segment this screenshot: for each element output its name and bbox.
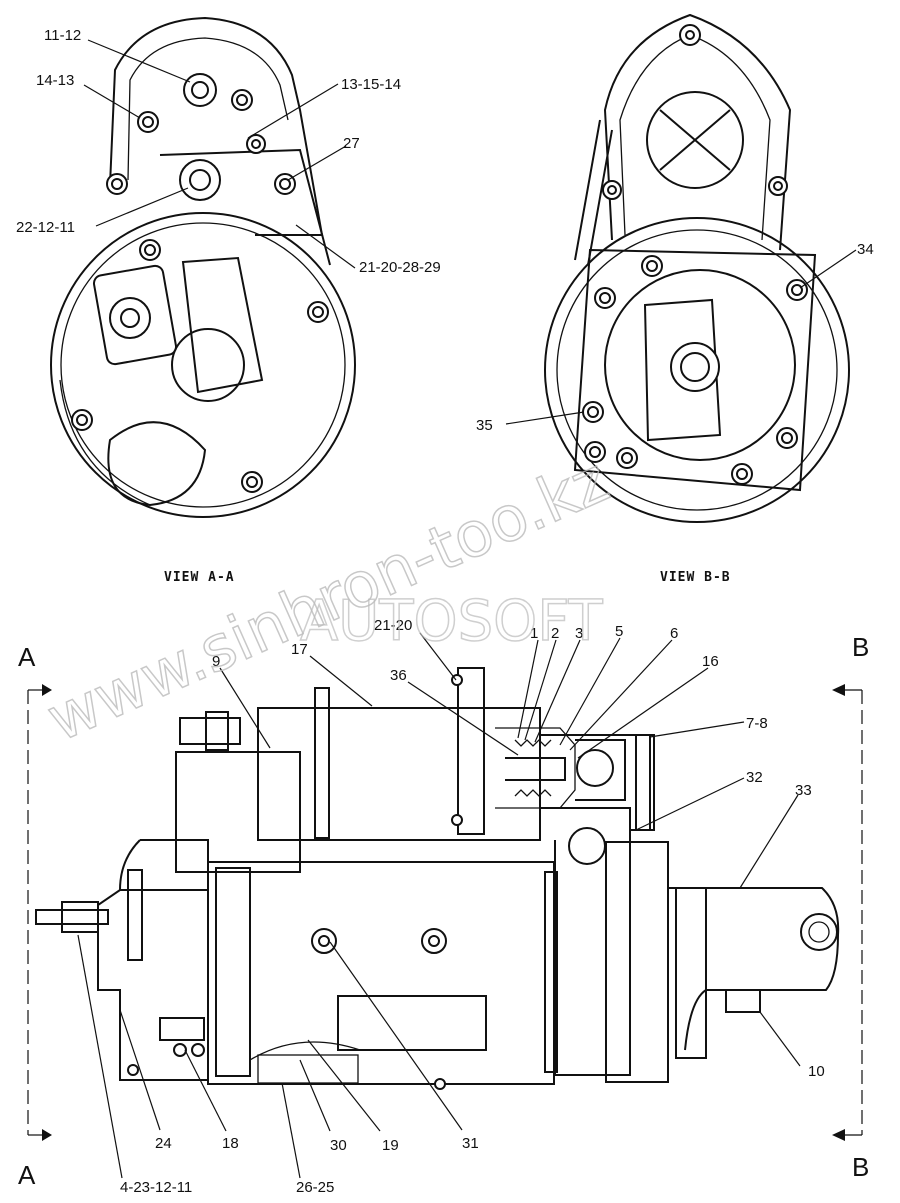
callout-35: 35: [476, 417, 493, 434]
callout-labels: 11-12 14-13 13-15-14 27 22-12-11 21-20-2…: [16, 27, 874, 1196]
callout-36: 36: [390, 667, 407, 684]
callout-10: 10: [808, 1063, 825, 1080]
section-b-top-label: B: [852, 632, 869, 662]
callout-1: 1: [530, 625, 538, 642]
callout-31: 31: [462, 1135, 479, 1152]
callout-34: 34: [857, 241, 874, 258]
callout-21-20-28-29: 21-20-28-29: [359, 259, 441, 276]
leader-lines: [77, 39, 857, 1179]
callout-27: 27: [343, 135, 360, 152]
callout-21-20: 21-20: [374, 617, 412, 634]
callout-3: 3: [575, 625, 583, 642]
callout-6: 6: [670, 625, 678, 642]
callout-22-12-11: 22-12-11: [16, 219, 75, 236]
callout-33: 33: [795, 782, 812, 799]
view-b-label: VIEW B-B: [660, 570, 731, 585]
side-view-drawing: [35, 667, 840, 1090]
callout-17: 17: [291, 641, 308, 658]
section-cut-lines: [27, 684, 863, 1141]
section-a-top-label: A: [18, 642, 36, 672]
callout-7-8: 7-8: [746, 715, 768, 732]
callout-4-23-12-11: 4-23-12-11: [120, 1179, 192, 1196]
callout-24: 24: [155, 1135, 172, 1152]
callout-2: 2: [551, 625, 559, 642]
callout-16: 16: [702, 653, 719, 670]
callout-32: 32: [746, 769, 763, 786]
callout-19: 19: [382, 1137, 399, 1154]
callout-13-15-14: 13-15-14: [341, 76, 401, 93]
callout-14-13: 14-13: [36, 72, 74, 89]
callout-18: 18: [222, 1135, 239, 1152]
section-b-bottom-label: B: [852, 1152, 869, 1182]
brand-watermark: AUTOSOFT: [300, 589, 603, 654]
callout-5: 5: [615, 623, 623, 640]
callout-9: 9: [212, 653, 220, 670]
section-a-bottom-label: A: [18, 1160, 36, 1190]
callout-26-25: 26-25: [296, 1179, 334, 1196]
view-a-label: VIEW A-A: [164, 570, 235, 585]
callout-11-12: 11-12: [44, 27, 81, 44]
view-b-b-drawing: [544, 13, 850, 523]
callout-30: 30: [330, 1137, 347, 1154]
view-a-a-drawing: [50, 16, 356, 518]
